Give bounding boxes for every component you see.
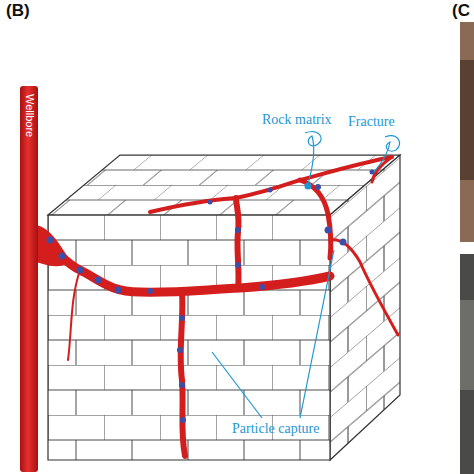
photo-strip — [460, 22, 474, 242]
particles — [27, 170, 375, 424]
photo-strip — [460, 300, 474, 390]
cube-front — [48, 215, 330, 460]
photo-strip — [460, 254, 474, 474]
leader-lines — [212, 132, 400, 418]
part-label: Fracture — [348, 114, 395, 129]
leader-dot — [305, 183, 312, 190]
panel-letter: (B) — [6, 2, 30, 21]
cube-right — [330, 155, 400, 460]
panel-letter: (C — [452, 2, 470, 21]
fracture-network — [36, 157, 398, 456]
wellbore-tube: Wellbore — [20, 86, 38, 472]
photo-strip — [460, 60, 474, 180]
fracture-mouth — [36, 225, 68, 266]
part-label: Rock matrix — [262, 112, 332, 127]
tube-shape — [20, 86, 38, 472]
part-label: Particle capture — [232, 421, 319, 436]
tube-label: Wellbore — [24, 94, 35, 137]
